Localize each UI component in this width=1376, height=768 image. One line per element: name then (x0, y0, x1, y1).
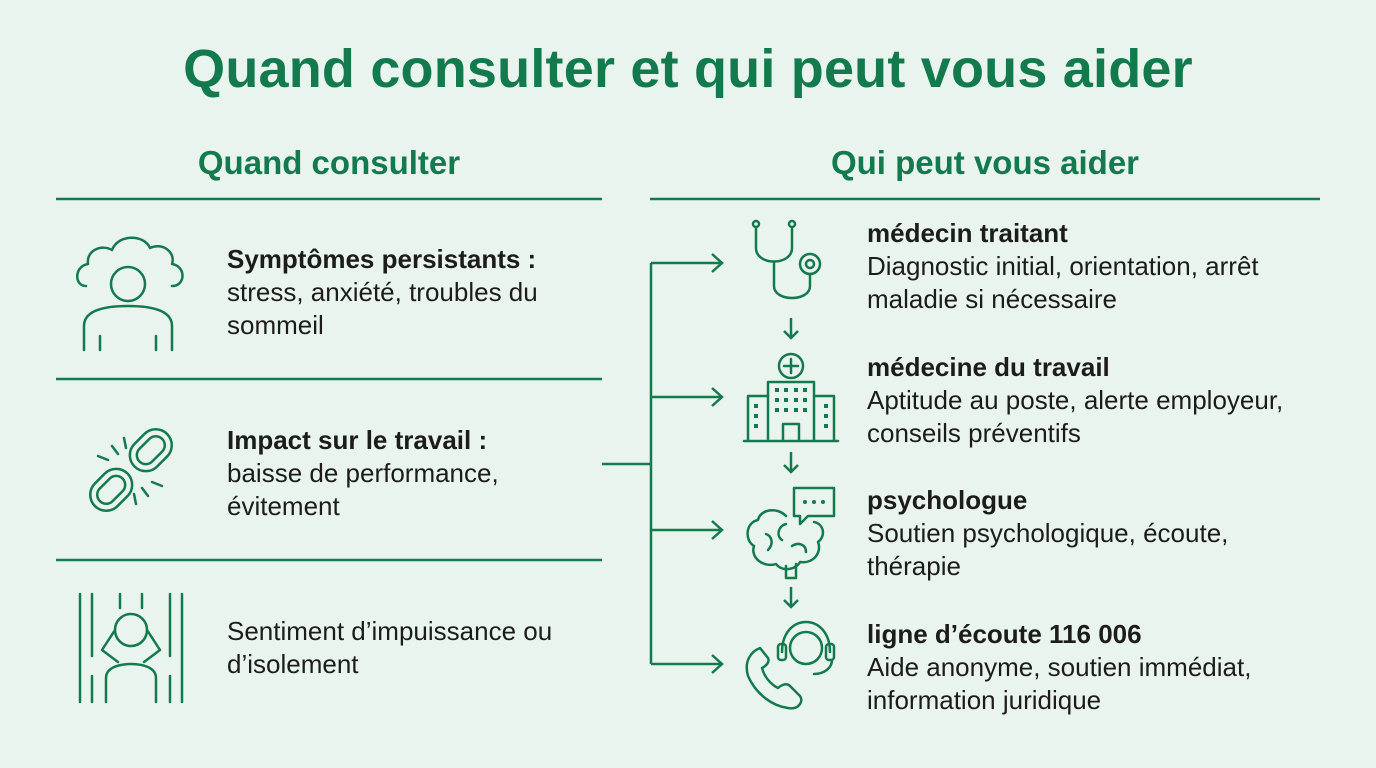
gp-title: médecin traitant (867, 218, 1068, 248)
occupational-medicine-item: médecine du travail Aptitude au poste, a… (867, 351, 1337, 450)
down-arrow-1 (783, 318, 799, 340)
symptoms-item: Symptômes persistants : stress, anxiété,… (227, 243, 597, 342)
work-impact-title: Impact sur le travail : (227, 425, 488, 455)
helpline-item: ligne d’écoute 116 006 Aide anonyme, sou… (867, 618, 1317, 717)
helpline-text: Aide anonyme, soutien immédiat, informat… (867, 652, 1252, 715)
branch-arrow-4 (651, 654, 724, 674)
psychologist-title: psychologue (867, 485, 1028, 515)
right-column-heading: Qui peut vous aider (830, 144, 1140, 181)
psychologist-text: Soutien psychologique, écoute, thérapie (867, 518, 1229, 581)
stressed-person-cloud-icon (76, 236, 184, 352)
branch-arrow-1 (651, 253, 724, 273)
helplessness-text: Sentiment d’impuissance ou d’isolement (227, 616, 553, 679)
helplessness-item: Sentiment d’impuissance ou d’isolement (227, 615, 587, 681)
isolated-person-bars-icon (78, 592, 184, 704)
phone-headset-icon (745, 620, 836, 710)
branch-arrow-3 (651, 520, 724, 540)
occupational-medicine-title: médecine du travail (867, 352, 1110, 382)
gp-item: médecin traitant Diagnostic initial, ori… (867, 217, 1327, 316)
page-title: Quand consulter et qui peut vous aider (183, 39, 1193, 99)
hospital-icon (742, 352, 840, 443)
down-arrow-2 (783, 452, 799, 474)
stethoscope-icon (751, 219, 822, 300)
symptoms-title: Symptômes persistants : (227, 244, 537, 274)
helpline-title: ligne d’écoute 116 006 (867, 619, 1142, 649)
down-arrow-3 (783, 587, 799, 609)
work-impact-text: baisse de performance, évitement (227, 458, 499, 521)
left-column-heading: Quand consulter (197, 144, 461, 181)
occupational-medicine-text: Aptitude au poste, alerte employeur, con… (867, 385, 1284, 448)
branch-arrow-2 (651, 387, 724, 407)
brain-speech-icon (746, 486, 836, 580)
work-impact-item: Impact sur le travail : baisse de perfor… (227, 424, 557, 523)
psychologist-item: psychologue Soutien psychologique, écout… (867, 484, 1287, 583)
broken-chain-icon (89, 428, 173, 512)
symptoms-text: stress, anxiété, troubles du sommeil (227, 277, 538, 340)
gp-text: Diagnostic initial, orientation, arrêt m… (867, 251, 1259, 314)
